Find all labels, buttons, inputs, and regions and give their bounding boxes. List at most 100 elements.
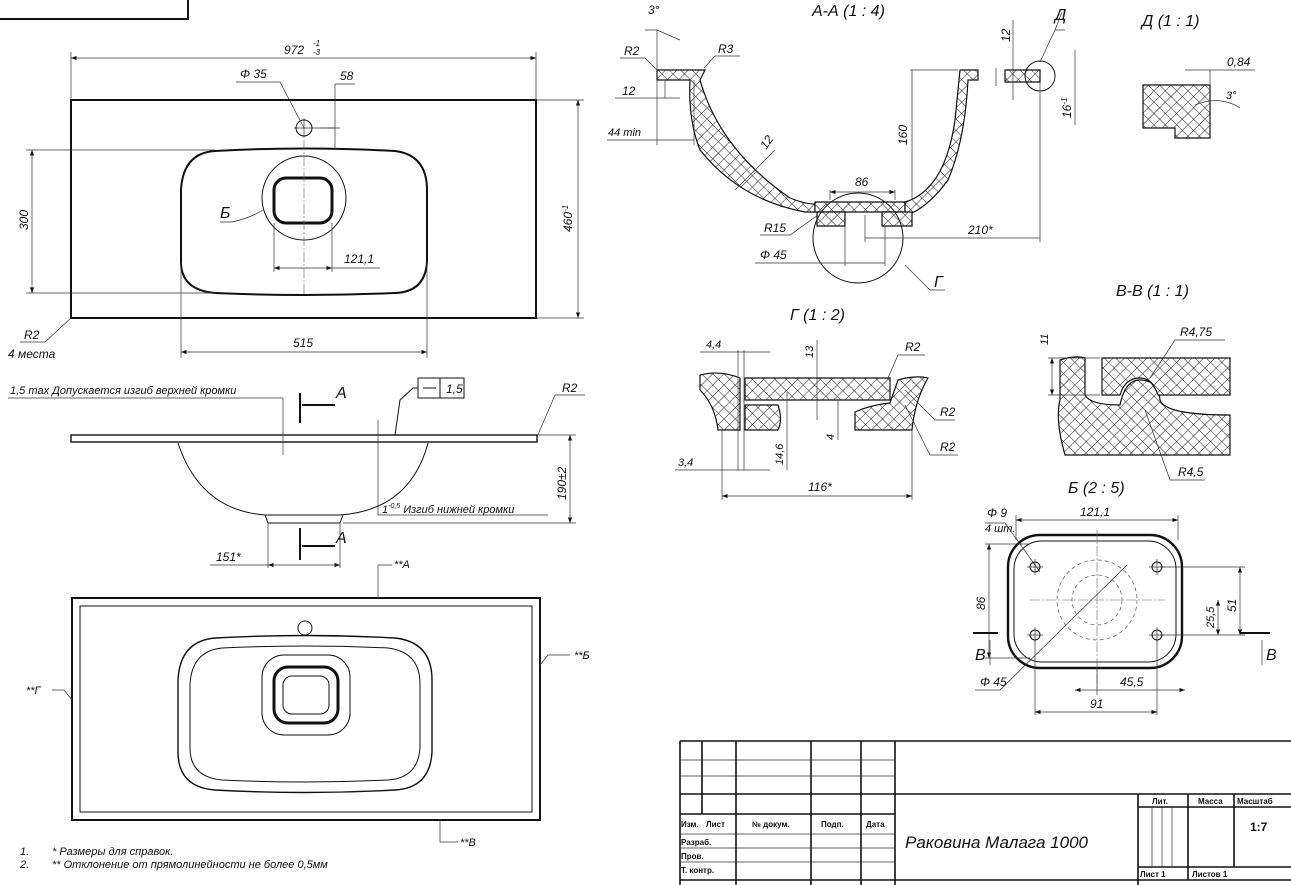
detail-b: Б (2 : 5) Φ 9 4 шт. 121,1 86 51 25,5 В В…	[973, 480, 1277, 715]
aa-44min: 44 min	[608, 127, 641, 139]
dimension-label: 11	[1039, 334, 1051, 345]
dimension-label: R4,5	[1178, 465, 1204, 479]
dimension-label: R4,75	[1180, 325, 1212, 339]
drain-outline	[272, 176, 334, 225]
drawing-scale: 1:7	[1250, 820, 1268, 834]
dimension-label: -1	[1060, 98, 1069, 105]
dimension-label: 91	[1090, 697, 1103, 711]
dimension-label: 0,84	[1227, 55, 1251, 69]
dimension-label: 4 шт.	[985, 523, 1015, 535]
flatness-tolerance: 1,5	[446, 382, 463, 396]
bottom-view: **А **Б **Г **В	[26, 559, 590, 849]
detail-b-label: Б	[220, 205, 230, 222]
section-aa: А-А (1 : 4) 3° R2 R3 12 44 min 12 86 R15…	[607, 3, 1076, 291]
dim-depth: 460-1	[561, 205, 575, 232]
dimension-label: 45,5	[1120, 675, 1144, 689]
dim-bowl-depth: 300	[17, 210, 31, 230]
detail-d-marker: Д	[1053, 7, 1066, 24]
detail-d-title: Д (1 : 1)	[1140, 13, 1200, 30]
dimension-label: Пров.	[681, 852, 704, 861]
plan-view: 972 -1 -3 Φ 35 58 300 460-1 121,1 Б 515 …	[8, 39, 584, 361]
title-block: Изм. Лист № докум. Подп. Дата Разраб. Пр…	[679, 740, 1291, 885]
mark-b: **Б	[574, 650, 590, 662]
section-vv: В-В (1 : 1) 11 R4,75 R4,5	[1039, 283, 1231, 481]
dimension-label: R2	[940, 405, 956, 419]
dimension-label: Дата	[866, 820, 885, 829]
dimension-label: Листов 1	[1192, 870, 1228, 879]
dimension-label: -1	[313, 39, 320, 48]
detail-g-marker: Г	[934, 274, 944, 291]
corner-count: 4 места	[8, 347, 56, 361]
dimension-label: 86	[974, 596, 988, 610]
note-2: ** Отклонение от прямолинейности не боле…	[52, 859, 328, 871]
dimension-label: 1	[382, 504, 388, 516]
dim-tap-offset: 58	[340, 69, 354, 83]
dimension-label: 121,1	[1080, 505, 1110, 519]
dimension-label: Подп.	[821, 820, 844, 829]
corner-radius: R2	[24, 328, 40, 342]
dim-height: 190±2	[555, 466, 569, 500]
dimension-label: 2.	[19, 859, 29, 871]
dim-drain-width: 121,1	[344, 252, 374, 266]
dimension-label: Т. контр.	[681, 866, 714, 875]
dimension-label: 4,4	[706, 339, 721, 351]
dimension-label: В	[975, 647, 986, 664]
dimension-label: Лит.	[1152, 797, 1168, 806]
dimension-label: 12	[999, 28, 1013, 42]
mount-holes	[1027, 559, 1165, 643]
dimension-label: 51	[1225, 599, 1239, 612]
dimension-label: Лист	[706, 820, 725, 829]
dimension-label: 3°	[1226, 90, 1237, 102]
aa-phi45: Φ 45	[760, 248, 787, 262]
mark-v: **В	[460, 837, 476, 849]
aa-r2: R2	[624, 44, 640, 58]
section-aa-title: А-А (1 : 4)	[811, 3, 885, 20]
dim-bowl-width: 515	[293, 336, 313, 350]
aa-160: 160	[896, 125, 910, 145]
dimension-label: 12	[757, 132, 776, 151]
dimension-label: № докум.	[752, 820, 790, 829]
dimension-label: Масштаб	[1237, 797, 1273, 806]
aa-210: 210*	[967, 223, 993, 237]
dimension-label: 12	[622, 84, 636, 98]
dimension-label: 460	[561, 212, 575, 232]
dimension-label: Изм.	[681, 820, 699, 829]
notes: 1. * Размеры для справок. 2. ** Отклонен…	[19, 846, 328, 871]
detail-g: Г (1 : 2) 4,4 3,4 13 4 14,6 R2 R2 R2 116…	[675, 307, 958, 500]
dim-tap-hole: Φ 35	[240, 67, 267, 81]
dimension-label: 86	[855, 175, 869, 189]
edge-radius: R2	[562, 381, 578, 395]
dimension-label: 972	[284, 43, 304, 57]
dimension-label: -0,5	[388, 503, 400, 510]
dimension-label: 4	[825, 434, 837, 440]
dimension-label: 25,5	[1205, 606, 1217, 629]
dimension-label: Φ 9	[987, 506, 1007, 520]
dim-drain-offset: 151*	[216, 550, 241, 564]
dimension-label: В	[1266, 647, 1277, 664]
dimension-label: 16	[1060, 104, 1074, 118]
mark-a: **А	[394, 559, 410, 571]
product-name: Раковина Малага 1000	[905, 833, 1089, 852]
dimension-label: Масса	[1198, 797, 1223, 806]
frame-corner	[0, 0, 189, 20]
dim-width: 972	[284, 43, 304, 57]
dimension-label: Изгиб нижней кромки	[403, 504, 514, 516]
section-a-top: А	[335, 385, 347, 402]
dimension-label: 13	[804, 345, 816, 358]
countertop-outline	[70, 99, 537, 319]
mark-g: **Г	[26, 685, 42, 697]
detail-d: Д (1 : 1) 0,84 3°	[1140, 13, 1255, 139]
dimension-label: -1	[561, 205, 570, 212]
dimension-label: R2	[905, 340, 921, 354]
upper-edge-note: 1,5 max Допускается изгиб верхней кромки	[10, 385, 236, 397]
dimension-label: 3,4	[678, 457, 693, 469]
dimension-label: R2	[940, 440, 956, 454]
dimension-label: Φ 45	[980, 675, 1007, 689]
aa-r15: R15	[764, 221, 786, 235]
dimension-label: 1.	[20, 846, 29, 858]
note-1: * Размеры для справок.	[52, 846, 173, 858]
svg-text:16-1: 16-1	[1060, 98, 1074, 118]
dimension-label: 116*	[808, 480, 832, 494]
